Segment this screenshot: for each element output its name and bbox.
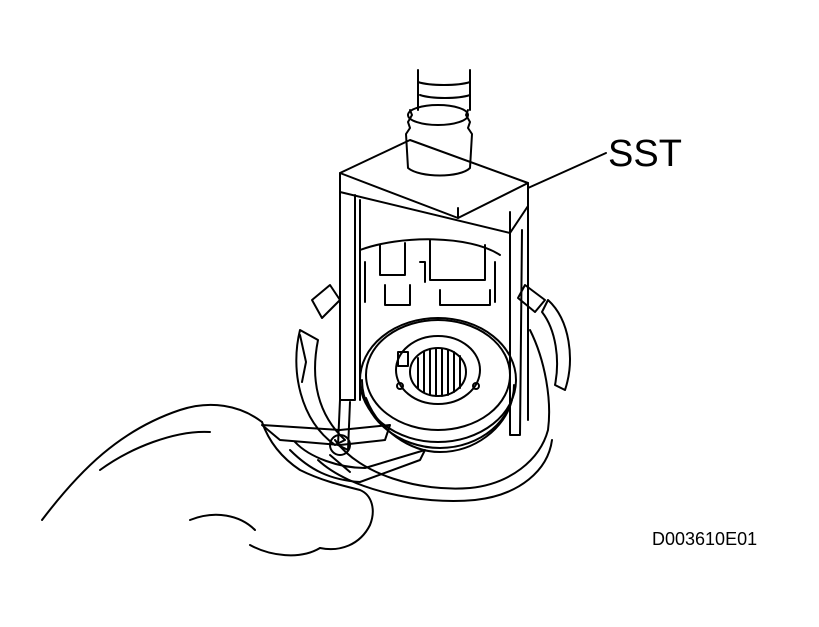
sst-leader-line — [527, 152, 607, 189]
hand — [41, 403, 374, 557]
figure-code: D003610E01 — [652, 529, 758, 549]
sst-callout-label: SST — [608, 133, 682, 175]
snap-ring-pliers — [261, 424, 426, 483]
sst-frame — [337, 139, 529, 451]
clutch-drum — [359, 238, 501, 306]
piston-assembly — [359, 317, 517, 453]
press-shaft — [405, 69, 473, 177]
